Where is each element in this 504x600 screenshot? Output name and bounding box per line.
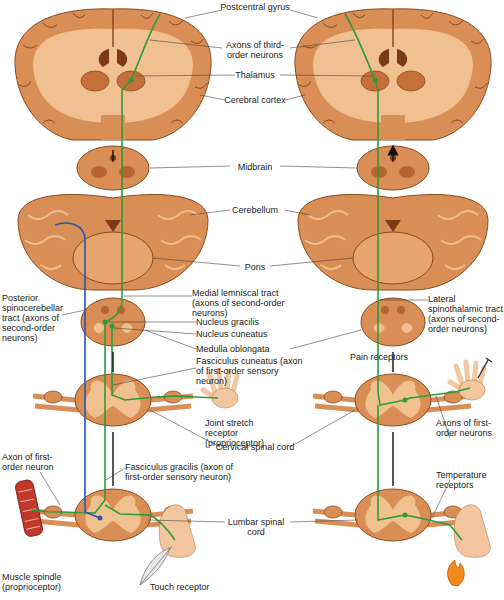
synapse-dot: [373, 78, 378, 83]
spinothalamic-pathway: [345, 14, 405, 520]
structure-label: Lumbar spinal cord: [218, 517, 294, 537]
structure-label: Medulla oblongata: [196, 344, 296, 354]
structure-label: Nucleus cuneatus: [196, 329, 286, 339]
foot-drawing: [454, 505, 490, 558]
medulla-section: [361, 298, 425, 346]
synapse-dot: [98, 516, 103, 521]
structure-label: Midbrain: [222, 162, 288, 172]
structure-label: Fasciculus gracilis (axon of first-order…: [125, 462, 243, 482]
cervical-cord-section: [33, 374, 193, 426]
structure-label: Cerebral cortex: [222, 95, 288, 105]
lumbar-cord-section: [313, 489, 473, 541]
structure-label: Thalamus: [222, 70, 288, 80]
structure-label: Postcentral gyrus: [218, 2, 292, 12]
structure-label: Cervical spinal cord: [215, 442, 295, 452]
dorsal-column-pathway: [32, 322, 105, 513]
brain-section: [15, 9, 211, 140]
structure-label: Nucleus gracilis: [196, 317, 286, 327]
structure-label: Fasciculus cuneatus (axon of first-order…: [196, 356, 306, 386]
hand-drawing: [450, 362, 485, 400]
flame-symbol: [448, 560, 465, 586]
muscle-spindle-body: [14, 479, 43, 538]
pin-symbol: [478, 358, 492, 378]
structure-label: Pons: [222, 262, 288, 272]
muscle-spindle: [14, 479, 43, 538]
pain-first-order-axon: [405, 388, 470, 400]
upward-arrow: [113, 150, 393, 486]
structure-label: Pain receptors: [350, 352, 420, 362]
spinocerebellar-pathway: [55, 223, 100, 518]
synapse-dot: [403, 398, 408, 403]
brain-section: [295, 9, 491, 140]
structure-label: Temperature receptors: [436, 470, 502, 490]
foot-drawing: [159, 505, 195, 558]
temperature-first-order-axon: [405, 515, 462, 540]
synapse-dot: [403, 513, 408, 518]
structure-label: Medial lemniscal tract (axons of second-…: [192, 288, 300, 318]
cerebellum-pons-section: [298, 194, 488, 290]
structure-label: Axons of first-order neurons: [436, 418, 502, 438]
structure-label: Axon of first-order neuron: [2, 452, 62, 472]
synapse-dot: [110, 324, 115, 329]
structure-label: Touch receptor: [150, 582, 220, 592]
structure-label: Axons of third-order neurons: [218, 40, 292, 60]
synapse-dot: [103, 320, 108, 325]
structure-label: Posterior spinocerebellar tract (axons o…: [2, 293, 80, 343]
structure-label: Muscle spindle (proprioceptor): [2, 572, 62, 592]
touch-pathway: [105, 505, 175, 540]
cerebellum-pons-section: [18, 194, 208, 290]
synapse-dot: [129, 78, 134, 83]
leader-line: [40, 10, 450, 522]
structure-label: Lateral spinothalamic tract (axons of se…: [428, 294, 504, 334]
muscle-fibre-stripes: [18, 489, 40, 529]
feather-symbol: [140, 546, 172, 585]
structure-label: Cerebellum: [222, 205, 288, 215]
